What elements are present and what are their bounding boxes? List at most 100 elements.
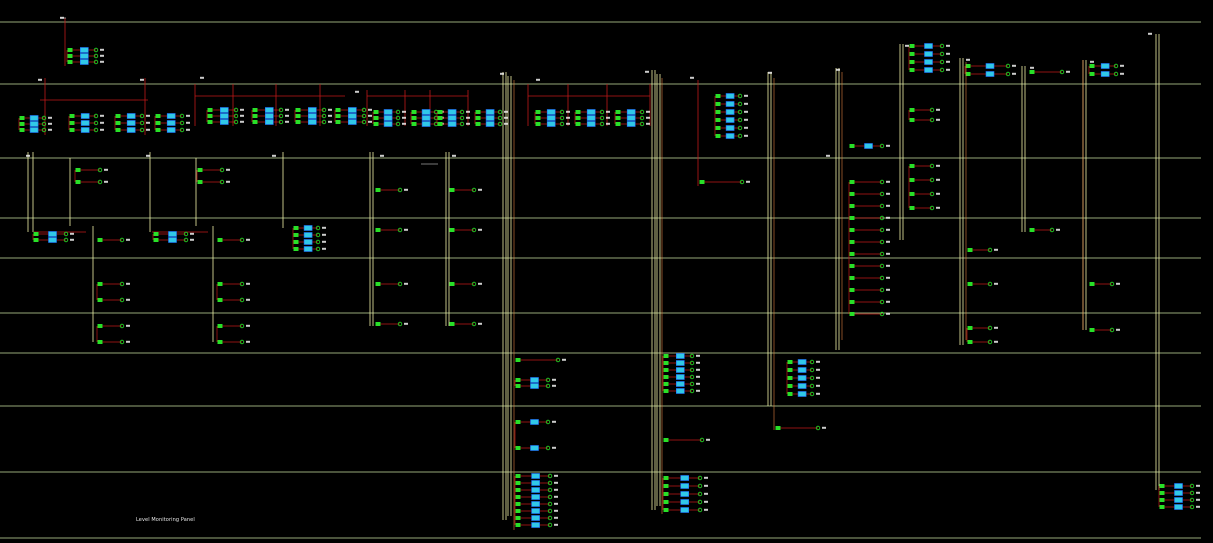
function-block-icon xyxy=(307,113,317,119)
coil-icon xyxy=(459,115,465,121)
relay-contact-icon xyxy=(207,120,213,124)
relay-contact-icon xyxy=(411,122,417,126)
relay-contact-icon xyxy=(252,114,258,118)
coil-icon xyxy=(599,121,605,127)
relay-contact-icon xyxy=(663,361,669,365)
function-block-icon xyxy=(220,113,229,119)
tag-mark xyxy=(554,509,558,512)
relay-contact-icon xyxy=(19,116,25,120)
tag-mark xyxy=(240,120,244,123)
relay-contact-icon xyxy=(75,180,81,184)
tag-mark xyxy=(100,48,104,51)
function-block-icon xyxy=(924,51,933,57)
tag-mark xyxy=(48,128,52,131)
coil-icon xyxy=(1189,483,1195,489)
tag-mark xyxy=(285,120,289,123)
coil-icon xyxy=(397,187,403,193)
tag-mark xyxy=(190,232,194,235)
tag-mark xyxy=(886,204,890,207)
coil-icon xyxy=(545,383,551,389)
function-block-icon xyxy=(29,127,39,133)
relay-contact-icon xyxy=(535,116,541,120)
tag-mark xyxy=(368,120,372,123)
tag-mark xyxy=(936,118,940,121)
coil-icon xyxy=(599,115,605,121)
coil-icon xyxy=(879,215,885,221)
relay-contact-icon xyxy=(663,508,669,512)
coil-icon xyxy=(471,321,477,327)
tag-mark xyxy=(886,264,890,267)
tag-mark xyxy=(554,481,558,484)
tag-mark xyxy=(744,102,748,105)
coil-icon xyxy=(1005,71,1011,77)
relay-contact-icon xyxy=(335,114,341,118)
tag-mark xyxy=(322,233,326,236)
tag-mark xyxy=(466,116,470,119)
tag-mark xyxy=(1196,491,1200,494)
tag-mark xyxy=(100,60,104,63)
coil-icon xyxy=(1109,327,1115,333)
tag-mark xyxy=(822,426,826,429)
relay-contact-icon xyxy=(787,360,793,364)
tag-mark xyxy=(744,110,748,113)
coil-icon xyxy=(699,437,705,443)
relay-contact-icon xyxy=(965,64,971,68)
coil-icon xyxy=(737,101,743,107)
tag-mark xyxy=(246,282,250,285)
function-block-icon xyxy=(725,101,735,107)
relay-contact-icon xyxy=(515,523,521,527)
tag-mark xyxy=(696,361,700,364)
relay-contact-icon xyxy=(575,110,581,114)
coil-icon xyxy=(879,263,885,269)
function-block-icon xyxy=(48,237,57,243)
function-block-icon xyxy=(1100,63,1110,69)
tag-mark xyxy=(126,340,130,343)
coil-icon xyxy=(1189,497,1195,503)
relay-contact-icon xyxy=(849,216,855,220)
coil-icon xyxy=(239,237,245,243)
tag-mark xyxy=(466,110,470,113)
function-block-icon xyxy=(531,501,540,507)
relay-contact-icon xyxy=(515,495,521,499)
relay-contact-icon xyxy=(373,110,379,114)
relay-contact-icon xyxy=(115,114,121,118)
coil-icon xyxy=(93,53,99,59)
function-block-icon xyxy=(546,121,556,127)
function-block-icon xyxy=(303,232,313,238)
tag-mark xyxy=(554,495,558,498)
coil-icon xyxy=(63,237,69,243)
tag-mark xyxy=(554,488,558,491)
relay-contact-icon xyxy=(153,238,159,242)
tag-mark xyxy=(1196,484,1200,487)
coil-icon xyxy=(239,297,245,303)
relay-contact-icon xyxy=(437,122,443,126)
coil-icon xyxy=(939,43,945,49)
coil-icon xyxy=(929,191,935,197)
coil-icon xyxy=(497,121,503,127)
relay-contact-icon xyxy=(515,384,521,388)
coil-icon xyxy=(879,299,885,305)
coil-icon xyxy=(321,113,327,119)
coil-icon xyxy=(471,187,477,193)
coil-icon xyxy=(929,163,935,169)
relay-contact-icon xyxy=(475,116,481,120)
coil-icon xyxy=(233,119,239,125)
tag-mark xyxy=(328,108,332,111)
coil-icon xyxy=(545,377,551,383)
function-block-icon xyxy=(485,115,495,121)
function-block-icon xyxy=(626,109,636,115)
relay-contact-icon xyxy=(849,264,855,268)
tag-mark xyxy=(246,340,250,343)
coil-icon xyxy=(555,357,561,363)
coil-icon xyxy=(879,191,885,197)
coil-icon xyxy=(179,120,185,126)
relay-contact-icon xyxy=(1089,328,1095,332)
tag-mark xyxy=(744,134,748,137)
coil-icon xyxy=(559,109,565,115)
relay-contact-icon xyxy=(535,122,541,126)
relay-contact-icon xyxy=(373,116,379,120)
relay-contact-icon xyxy=(295,120,301,124)
function-block-icon xyxy=(166,120,176,126)
function-block-icon xyxy=(80,127,90,133)
function-block-icon xyxy=(220,107,229,113)
